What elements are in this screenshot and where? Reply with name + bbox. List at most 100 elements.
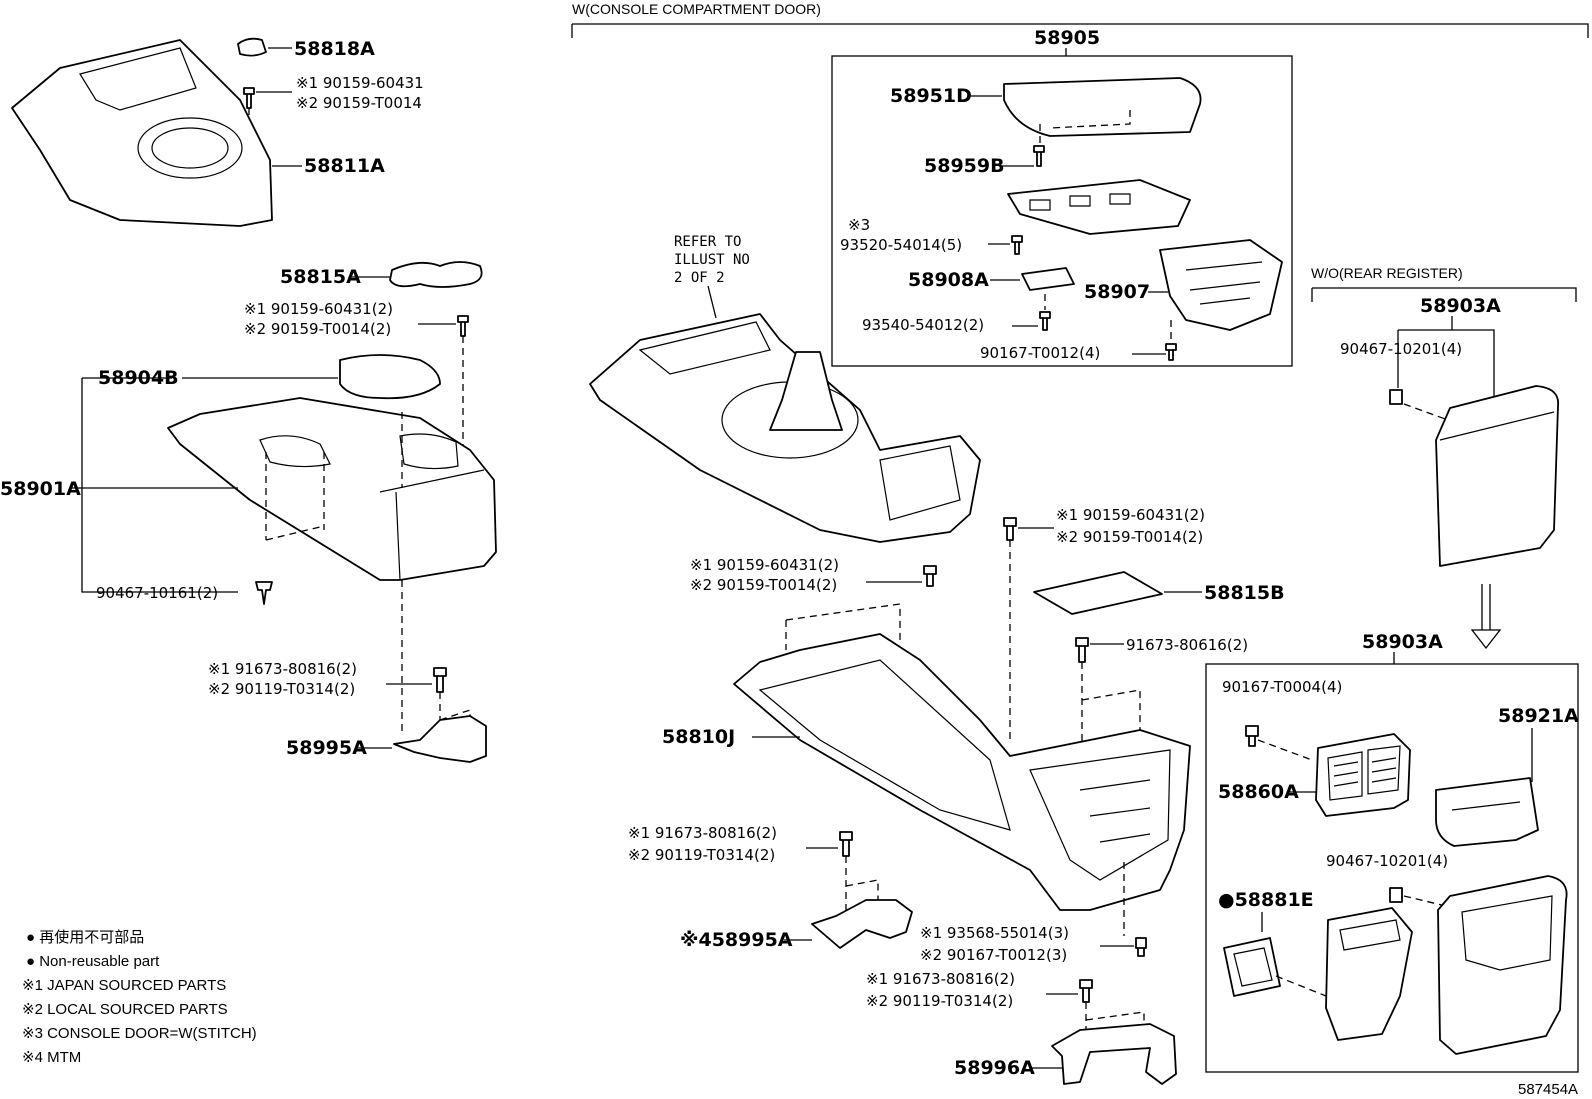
arrow-down-icon: [1470, 584, 1502, 650]
label-s17: ※1 91673-80816(2): [628, 824, 777, 842]
dash-line: [785, 603, 901, 650]
part-58996A-bracket: [1051, 1023, 1177, 1085]
screw-icon: [1033, 145, 1045, 167]
label-58951D: 58951D: [890, 85, 972, 107]
leader-58903A-top: [1397, 316, 1495, 396]
part-58810J-body: [733, 633, 1191, 911]
hinge-frame-ribs: [1029, 193, 1131, 211]
label-s9: 93520-54014(5): [840, 236, 962, 254]
bezel-ring-outer: [137, 117, 243, 179]
clip-icon: [1389, 389, 1403, 405]
label-s15: ※2 90159-T0014(2): [690, 576, 837, 594]
box-58905: [831, 55, 1293, 367]
register-louvres: [1333, 757, 1397, 787]
label-58959B: 58959B: [924, 155, 1005, 177]
refer-line-3: 2 OF 2: [674, 270, 725, 286]
header-wo-rear-register: W/O(REAR REGISTER): [1311, 265, 1463, 281]
screw-icon: [243, 87, 255, 109]
label-58904B: 58904B: [98, 367, 179, 389]
label-s6: ※1 91673-80816(2): [208, 660, 357, 678]
label-s25: 90467-10201(4): [1326, 852, 1448, 870]
console-cupholder-1: [259, 435, 331, 468]
screw-icon: [923, 565, 937, 587]
leader-bracket-58901A: [81, 378, 238, 593]
bolt-icon: [839, 831, 853, 857]
bolt-icon: [1079, 979, 1093, 1003]
label-s18: ※2 90119-T0314(2): [628, 846, 775, 864]
dash-line: [1081, 662, 1141, 760]
cover-edge: [1439, 411, 1555, 441]
screw-icon: [1003, 517, 1017, 541]
legend-line-2: ● Non-reusable part: [26, 953, 160, 970]
label-s19: ※1 93568-55014(3): [920, 924, 1069, 942]
label-58818A: 58818A: [294, 38, 375, 60]
label-58921A: 58921A: [1498, 705, 1579, 727]
label-s12: ※1 90159-60431(2): [1056, 506, 1205, 524]
bolt-icon: [1075, 637, 1089, 663]
label-58995A: 58995A: [286, 737, 367, 759]
label-58810J: 58810J: [662, 726, 735, 748]
label-s20: ※2 90167-T0012(3): [920, 946, 1067, 964]
refer-line-1: REFER TO: [674, 234, 741, 250]
box-58903A: [1205, 663, 1579, 1073]
screw-icon: [1039, 311, 1051, 331]
part-58881E-ring: [1223, 937, 1281, 997]
label-58903A-top: 58903A: [1420, 295, 1501, 317]
part-58904B-insert: [339, 354, 441, 400]
label-s11: 90167-T0012(4): [980, 344, 1100, 362]
label-58907: 58907: [1084, 281, 1150, 303]
ring-inner: [1233, 947, 1273, 987]
lock-detail: [1185, 261, 1263, 305]
rear-panel-opening: [1461, 895, 1553, 971]
bezel-ring-inner: [151, 127, 229, 169]
body-inner-right: [1029, 749, 1171, 881]
legend-line-1: ● 再使用不可部品: [26, 929, 144, 946]
label-s24: 90167-T0004(4): [1222, 678, 1342, 696]
dash-line: [1039, 110, 1131, 144]
label-s3: ※1 90159-60431(2): [244, 300, 393, 318]
part-58908A-latch: [1021, 267, 1075, 291]
dash-line: [1403, 403, 1449, 421]
label-s2: ※2 90159-T0014: [296, 94, 422, 112]
bezel-opening: [79, 47, 197, 111]
part-58815A-mat: [389, 261, 483, 288]
part-hinge-frame: [1007, 179, 1191, 235]
bolt-icon: [433, 667, 447, 693]
part-58921A-trim: [1435, 777, 1539, 847]
screw-icon: [457, 315, 469, 337]
duct-opening: [1339, 919, 1401, 951]
label-58995A-mtm: ※458995A: [680, 929, 793, 951]
screw-icon: [1165, 343, 1177, 361]
part-58951D-lid: [1003, 77, 1202, 137]
label-s13: ※2 90159-T0014(2): [1056, 528, 1203, 546]
part-58903A-cover: [1435, 385, 1559, 567]
label-58996A: 58996A: [954, 1057, 1035, 1079]
clip-icon: [1389, 887, 1403, 903]
illustration-id: 587454A: [1518, 1081, 1578, 1098]
dash-line: [1085, 1002, 1145, 1044]
label-s23: 90467-10201(4): [1340, 340, 1462, 358]
part-58995A-mtm-bracket: [811, 899, 913, 949]
clip-icon: [255, 581, 273, 605]
label-58815B: 58815B: [1204, 582, 1285, 604]
dash-line: [1275, 975, 1327, 997]
part-58907-lock: [1159, 239, 1283, 331]
label-s7: ※2 90119-T0314(2): [208, 680, 355, 698]
body-ribs: [1079, 779, 1151, 843]
header-w-console-door: W(CONSOLE COMPARTMENT DOOR): [572, 1, 821, 17]
label-58903A-box: 58903A: [1362, 631, 1443, 653]
legend-line-4: ※2 LOCAL SOURCED PARTS: [22, 1001, 228, 1018]
upper-console-opening: [638, 321, 771, 375]
label-58815A: 58815A: [280, 266, 361, 288]
leader-refer: [707, 285, 717, 319]
refer-line-2: ILLUST NO: [674, 252, 750, 268]
label-s1: ※1 90159-60431: [296, 74, 424, 92]
header-bracket-left: [571, 23, 1589, 38]
console-cupholder-2: [399, 433, 459, 470]
legend-line-5: ※3 CONSOLE DOOR=W(STITCH): [22, 1025, 257, 1042]
label-58860A: 58860A: [1218, 781, 1299, 803]
label-58811A: 58811A: [304, 155, 385, 177]
label-s10: 93540-54012(2): [862, 316, 984, 334]
upper-console-rear: [879, 445, 961, 521]
dash-line: [265, 412, 403, 541]
